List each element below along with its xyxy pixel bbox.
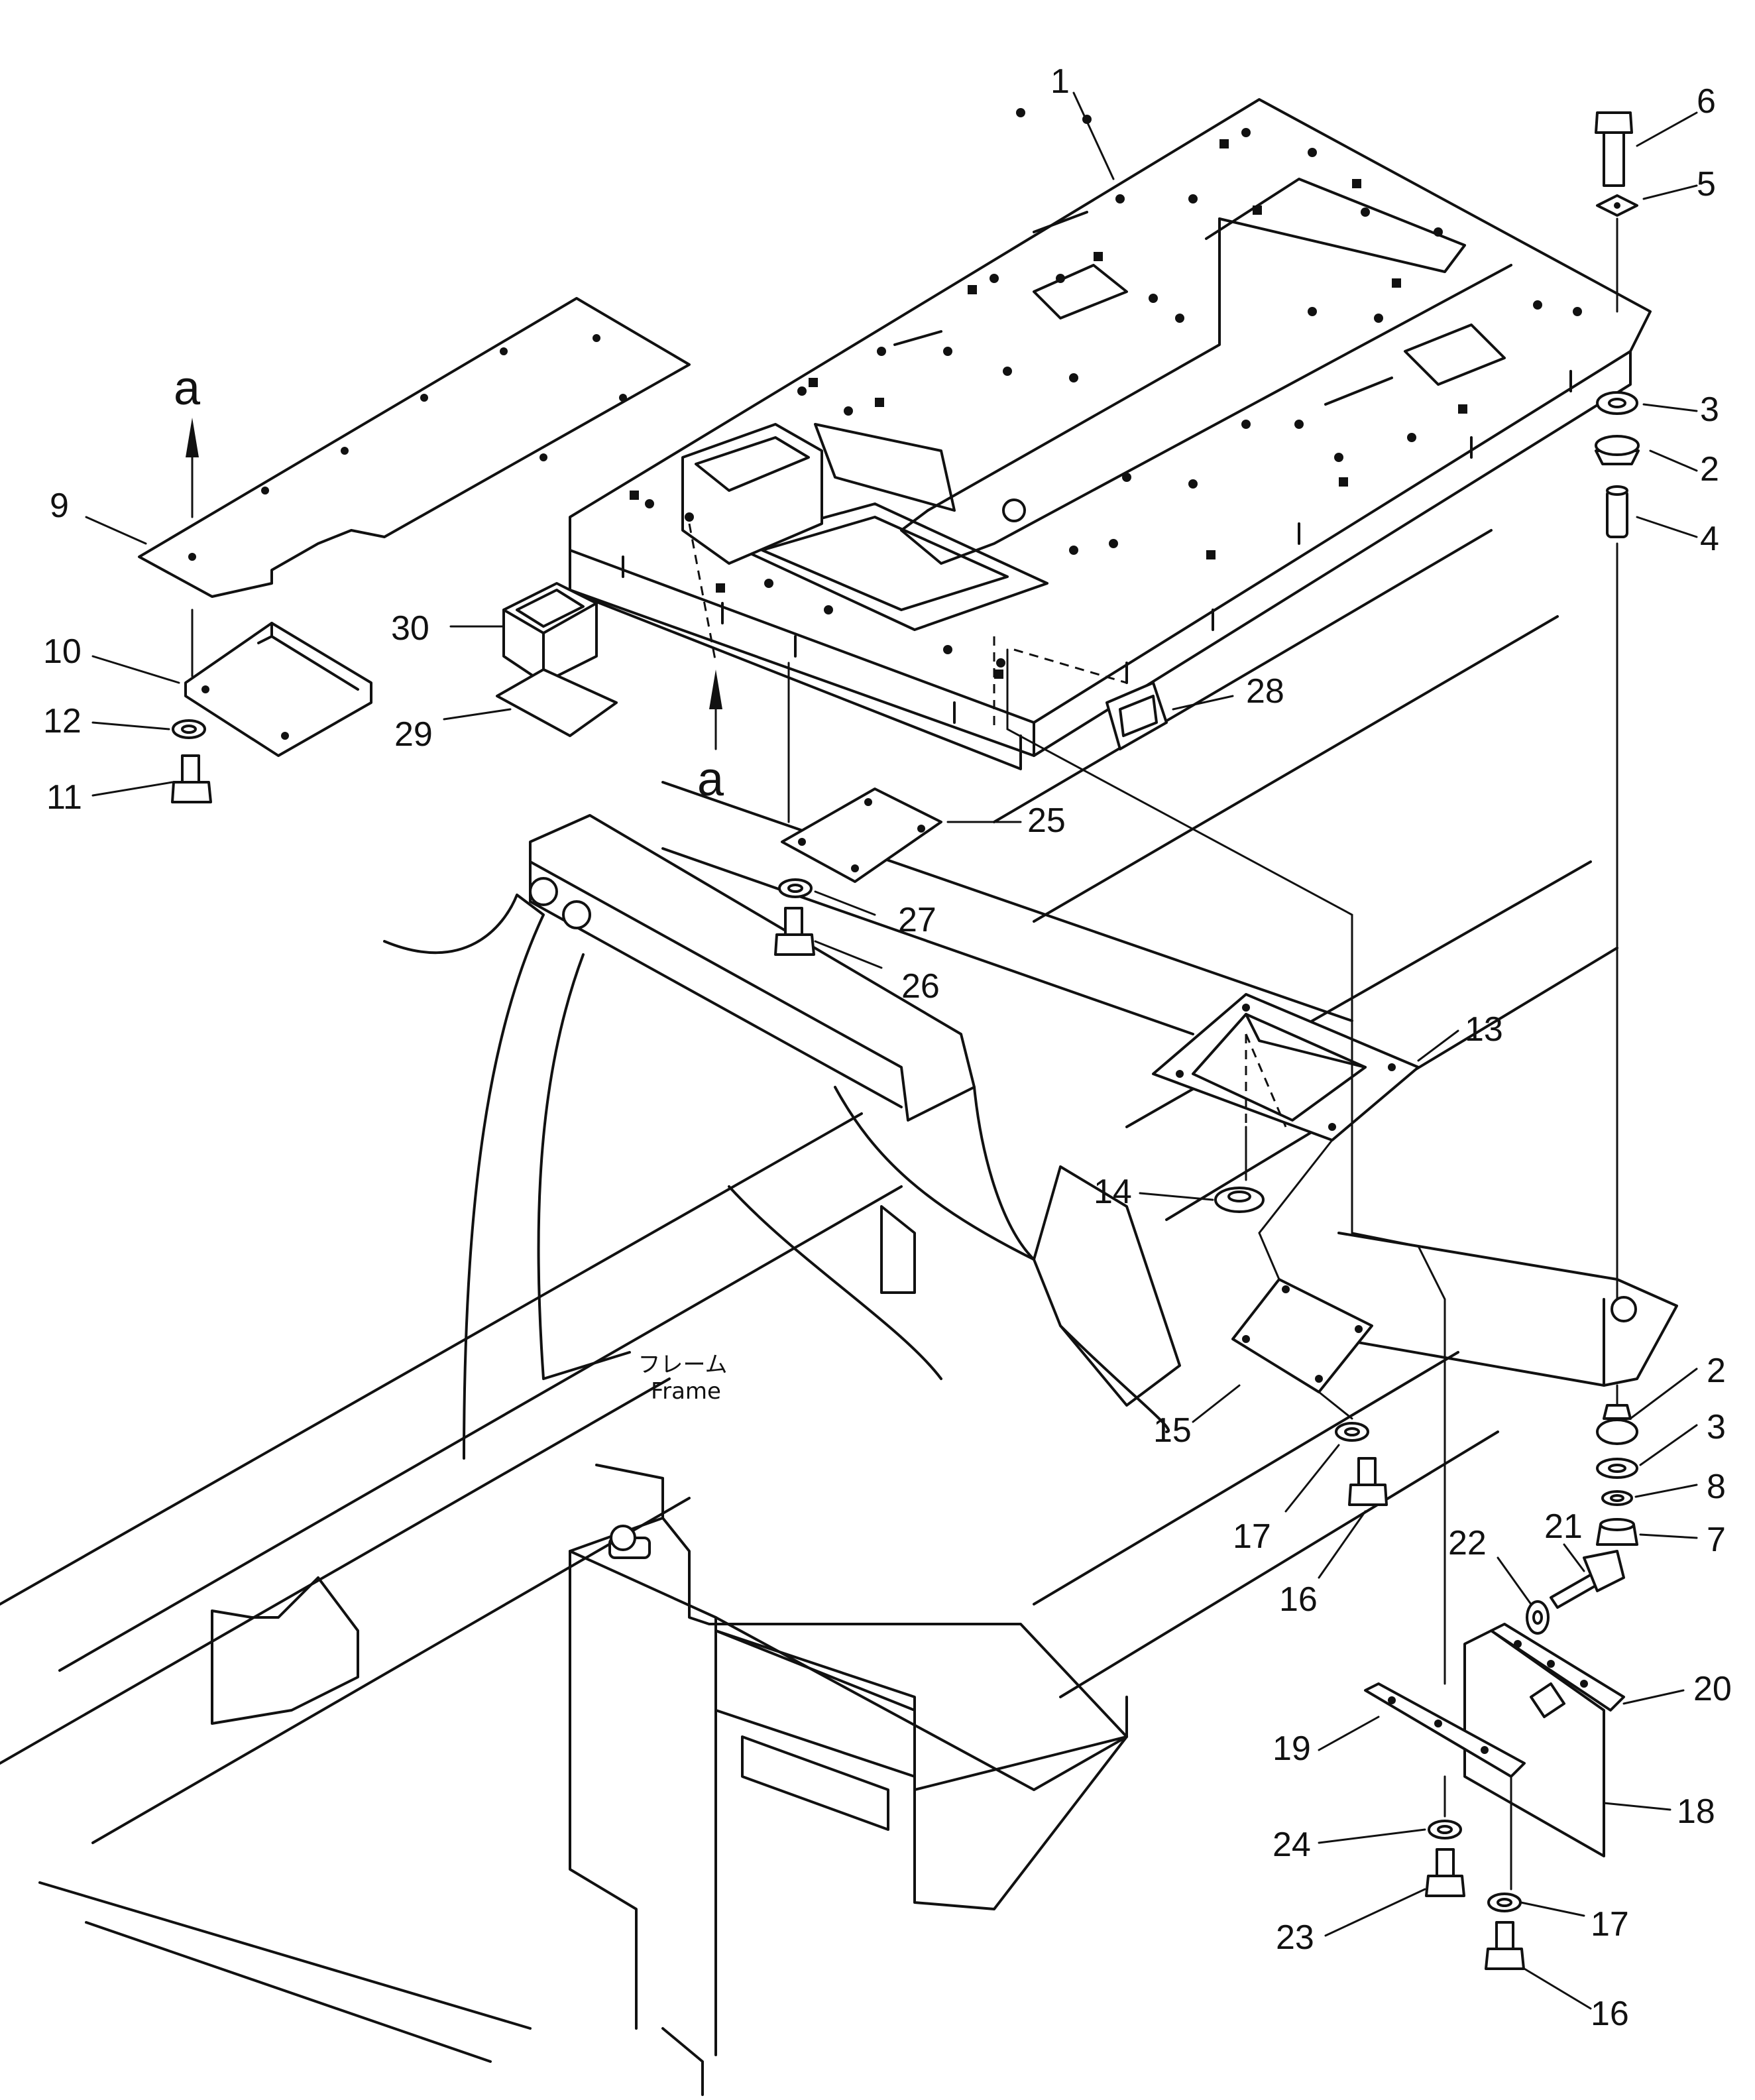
callout-28: 28: [1246, 672, 1284, 711]
bolt-part-6: [1595, 111, 1633, 187]
frame-label-jp: フレーム: [638, 1352, 728, 1378]
callout-11: 11: [46, 778, 82, 817]
bolt-part-11: [171, 754, 212, 803]
nut-part-7: [1596, 1518, 1638, 1546]
plate-part-15: [1231, 1278, 1373, 1393]
callout-25: 25: [1027, 801, 1066, 840]
callout-16-upper: 16: [1279, 1580, 1318, 1619]
callout-10: 10: [43, 632, 82, 671]
washer-part-22: [1526, 1600, 1550, 1635]
washer-part-17-lower: [1487, 1893, 1522, 1912]
bolt-part-23: [1425, 1848, 1465, 1897]
block-part-30: [502, 582, 598, 684]
callout-26: 26: [901, 967, 940, 1006]
callout-13: 13: [1465, 1010, 1503, 1049]
washer-part-24: [1428, 1820, 1462, 1839]
washer-part-5: [1596, 194, 1638, 217]
bolt-part-21: [1550, 1550, 1625, 1609]
callout-1: 1: [1050, 62, 1070, 101]
callout-15: 15: [1153, 1411, 1192, 1450]
callout-27: 27: [898, 901, 936, 939]
callout-3-upper: 3: [1700, 390, 1719, 429]
callout-16-lower: 16: [1591, 1995, 1629, 2033]
grommet-part-28: [1105, 681, 1168, 750]
callout-2-lower: 2: [1707, 1352, 1726, 1390]
bolt-part-16-upper: [1348, 1457, 1388, 1506]
plate-holes: [630, 108, 1582, 679]
view-marker-bottom-label: a: [697, 753, 724, 806]
bracket-part-19: [1364, 1682, 1526, 1778]
callout-7: 7: [1707, 1521, 1726, 1559]
callout-20: 20: [1693, 1670, 1732, 1708]
mount-plate-part-13: [1152, 993, 1420, 1141]
callout-9: 9: [50, 487, 69, 525]
cushion-part-3-lower: [1596, 1458, 1638, 1479]
callout-12: 12: [43, 702, 82, 740]
rubber-mount-part-14: [1214, 1187, 1265, 1213]
callout-2-upper: 2: [1700, 450, 1719, 489]
callout-29: 29: [394, 715, 433, 754]
frame-structure: [0, 529, 1678, 2096]
callout-21: 21: [1544, 1507, 1583, 1546]
frame-label-en: Frame: [651, 1378, 721, 1405]
plate-part-25: [781, 788, 942, 883]
pad-part-29: [496, 668, 618, 737]
frame-label: フレーム Frame: [638, 1352, 728, 1405]
sleeve-part-4: [1606, 485, 1628, 538]
floor-plate-part-1: [569, 98, 1652, 770]
assembly-lines: [191, 217, 1618, 1891]
bolt-part-26: [774, 907, 815, 956]
callout-24: 24: [1273, 1826, 1311, 1864]
washer-part-27: [778, 878, 813, 898]
bracket-part-10: [184, 622, 372, 757]
view-marker-left: a: [174, 362, 201, 518]
washer-part-12: [172, 719, 206, 739]
callout-19: 19: [1273, 1729, 1311, 1768]
view-marker-left-label: a: [174, 362, 201, 415]
callout-leaders: [85, 91, 1698, 2010]
callout-6: 6: [1697, 82, 1716, 121]
callout-23: 23: [1276, 1918, 1314, 1957]
cover-plate-part-9: [138, 297, 691, 598]
callout-8: 8: [1707, 1468, 1726, 1506]
cushion-part-2-lower: [1596, 1404, 1638, 1445]
bracket-part-20: [1490, 1623, 1625, 1712]
cushion-part-2-upper: [1595, 435, 1640, 465]
callout-5: 5: [1697, 165, 1716, 204]
cushion-part-3-upper: [1596, 391, 1638, 415]
callout-30: 30: [391, 609, 429, 648]
washer-part-8: [1601, 1490, 1633, 1506]
callout-3-lower: 3: [1707, 1408, 1726, 1446]
view-marker-bottom: a: [697, 670, 724, 806]
callout-4: 4: [1700, 520, 1719, 558]
washer-part-17-upper: [1335, 1422, 1369, 1442]
callout-22: 22: [1448, 1524, 1487, 1562]
callout-numbers: 1 6 5 3 2 4 9 10 12 11 30 29 28 25 27 26…: [43, 62, 1732, 2033]
callout-17-lower: 17: [1591, 1905, 1629, 1944]
callout-14: 14: [1094, 1173, 1132, 1211]
callout-18: 18: [1677, 1792, 1715, 1831]
callout-17-upper: 17: [1233, 1517, 1271, 1556]
plate-part-18: [1463, 1629, 1605, 1857]
bolt-part-16-lower: [1485, 1921, 1525, 1970]
